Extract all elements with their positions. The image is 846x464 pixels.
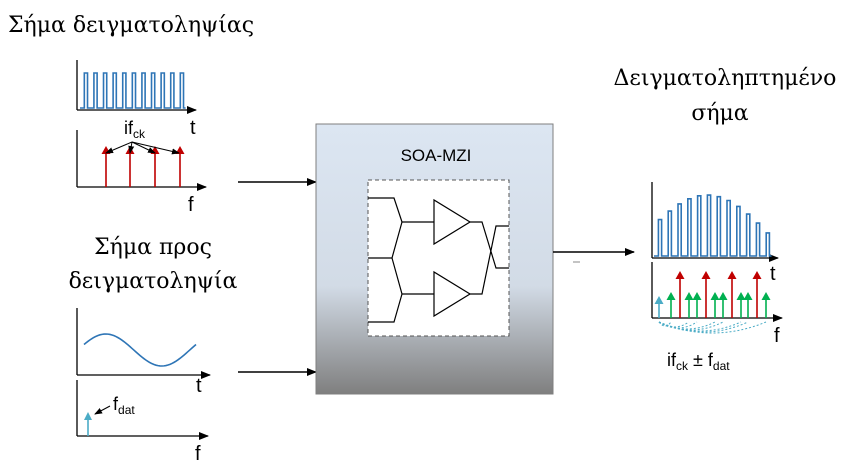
output-time-axis-label: t — [770, 263, 776, 285]
soa-upper-triangle — [433, 198, 472, 246]
output-harmonic-3-arrowhead — [727, 271, 737, 279]
replica-arc-8 — [658, 321, 767, 334]
harmonic-pointer-4 — [131, 141, 180, 155]
output-harmonic-1-arrowhead — [675, 271, 685, 279]
output-spectrum-plot: f ifck ± fdat — [651, 262, 783, 373]
soa-lower-triangle — [433, 270, 472, 318]
mzi-output-cross-2 — [470, 225, 509, 295]
output-upper-sideband-3-arrowhead — [736, 292, 746, 300]
output-title-line2: σήμα — [691, 101, 748, 126]
input-sine-wave — [83, 333, 197, 367]
input-spectrum-axis-label: f — [195, 443, 201, 464]
output-upper-sideband-2-arrowhead — [710, 292, 720, 300]
output-sampled-pulses — [654, 194, 772, 257]
mzi-lower-waveguide — [368, 293, 403, 323]
sampling-signal-title: Σήμα δειγματοληψίας — [8, 13, 254, 38]
replica-arc-2 — [658, 321, 690, 328]
output-spectral-lines — [654, 271, 771, 318]
replica-arc-5 — [658, 321, 724, 331]
output-upper-sideband-4-arrowhead — [761, 292, 771, 300]
input-signal-time-plot: t — [76, 308, 211, 397]
input-signal-title-line1: Σήμα προς — [94, 235, 212, 260]
mzi-upper-waveguide-top — [368, 197, 434, 223]
output-lower-sideband-3-arrowhead — [718, 292, 728, 300]
output-harmonic-2-arrowhead — [701, 271, 711, 279]
output-lower-sideband-2-arrowhead — [692, 292, 702, 300]
harmonic-pointer-3 — [131, 141, 156, 154]
output-title-line1: Δειγματοληπτημένο — [614, 66, 837, 91]
output-lower-sideband-1-arrowhead — [666, 292, 676, 300]
output-freq-label: ifck ± fdat — [667, 350, 730, 373]
harmonic-pointer-1 — [105, 141, 133, 154]
clock-harmonic-annotation: ifck — [105, 118, 180, 155]
input-time-axis-label: t — [196, 375, 202, 397]
output-lower-sideband-4-arrowhead — [743, 292, 753, 300]
clock-spectrum-axis-label: f — [188, 194, 194, 216]
clock-pulse-train-plot: t — [76, 60, 197, 139]
data-freq-pointer — [94, 405, 111, 415]
input-signal-spectrum-plot: fdat f — [76, 380, 209, 464]
clock-pulses — [80, 72, 186, 109]
output-baseband-arrowhead — [654, 296, 664, 304]
harmonic-pointer-2 — [128, 141, 135, 154]
output-replica-arcs — [658, 321, 767, 334]
clock-spectral-lines — [101, 146, 185, 187]
clock-time-axis-label: t — [190, 117, 196, 139]
replica-arc-3 — [658, 321, 698, 329]
mach-zehnder-interferometer-icon — [368, 197, 509, 323]
mzi-output-cross-1 — [470, 221, 509, 269]
output-harmonic-4-arrowhead — [752, 271, 762, 279]
output-time-plot: t — [651, 182, 779, 285]
soa-mzi-title: SOA-MZI — [401, 146, 472, 165]
data-spectral-arrowhead — [84, 412, 92, 420]
data-freq-label: fdat — [113, 394, 135, 417]
clock-harmonic-label: ifck — [124, 118, 146, 141]
soa-mzi-block: SOA-MZI — [315, 123, 554, 395]
output-upper-sideband-1-arrowhead — [684, 292, 694, 300]
output-spectrum-axis-label: f — [774, 325, 780, 347]
clock-spectrum-plot: ifck f — [76, 118, 207, 216]
input-signal-title-line2: δειγματοληψία — [69, 269, 238, 294]
